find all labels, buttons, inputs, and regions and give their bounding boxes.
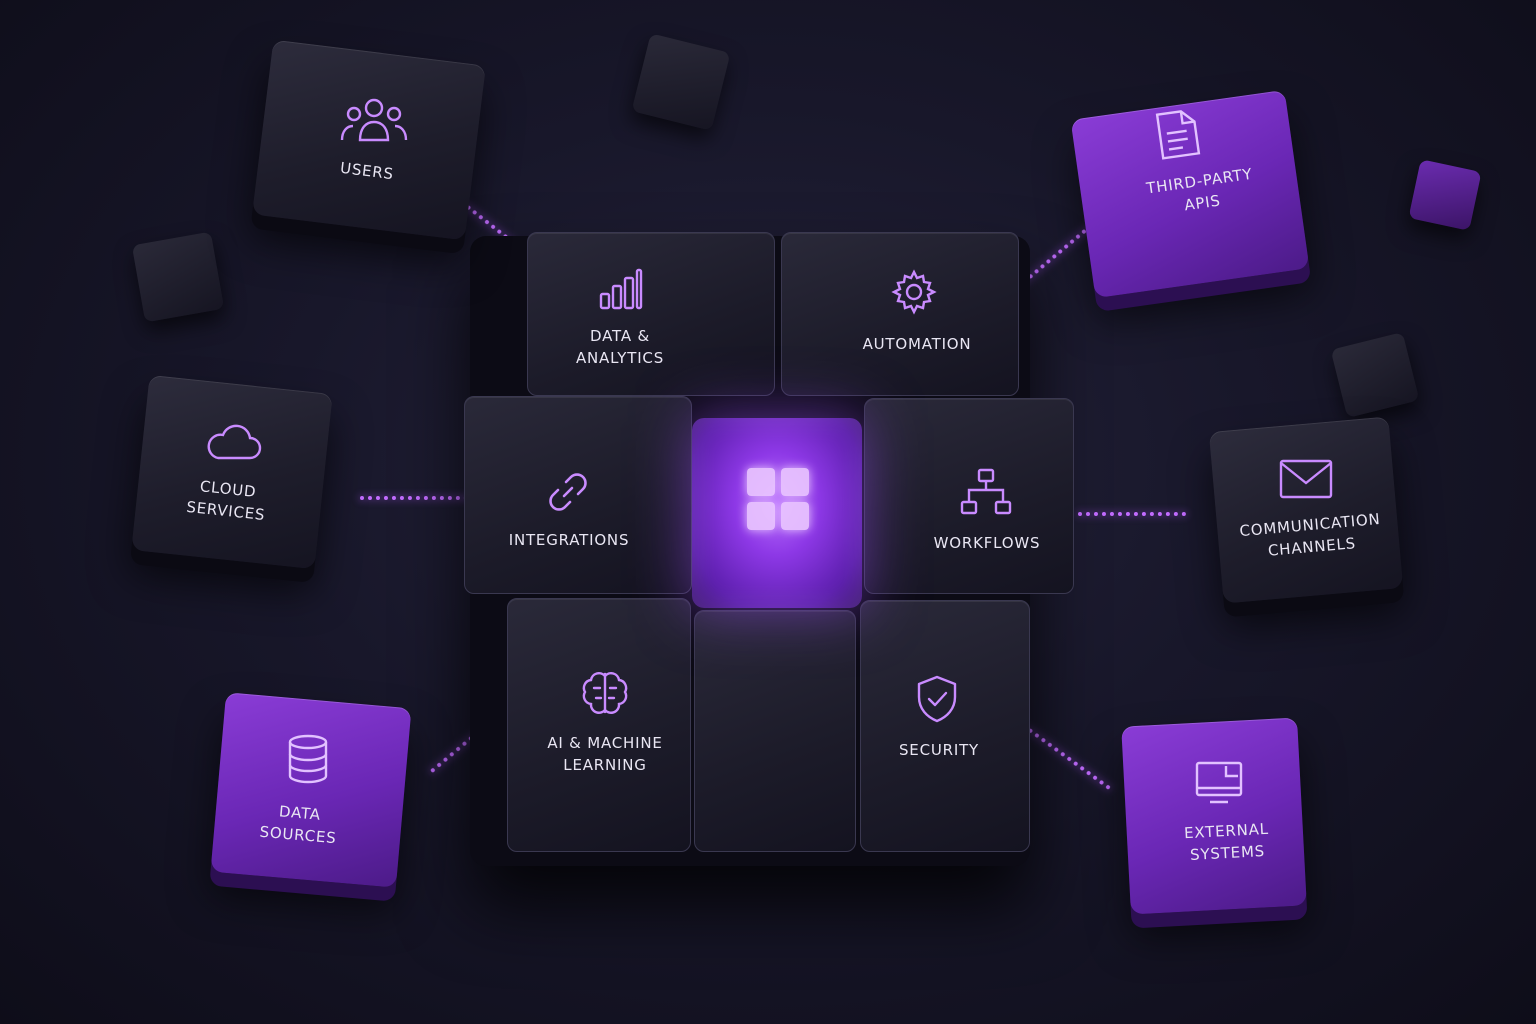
gear-icon	[890, 268, 938, 316]
link-icon	[544, 468, 592, 516]
connector-external-systems	[1027, 728, 1111, 791]
label-data-analytics: DATA &ANALYTICS	[575, 327, 665, 367]
label-workflows: WORKFLOWS	[933, 534, 1041, 552]
tile-connector-bottom	[694, 610, 856, 852]
tile-data-analytics[interactable]	[527, 232, 775, 396]
connector-cloud-services	[360, 496, 468, 500]
connector-communication-channels	[1078, 512, 1186, 516]
database-icon	[286, 734, 330, 784]
grid-four-squares-icon	[747, 468, 809, 530]
document-icon	[1155, 108, 1201, 160]
floating-puzzle-fragment	[131, 231, 225, 323]
users-icon	[340, 96, 408, 146]
piece-data-sources[interactable]	[210, 692, 412, 888]
tile-security[interactable]	[860, 600, 1030, 852]
floating-puzzle-fragment	[1408, 159, 1482, 231]
label-automation: AUTOMATION	[862, 335, 972, 353]
floating-puzzle-fragment	[1330, 332, 1420, 418]
envelope-icon	[1278, 458, 1334, 500]
shield-check-icon	[914, 674, 960, 724]
bar-chart-icon	[598, 266, 644, 312]
label-integrations: INTEGRATIONS	[508, 531, 630, 549]
tile-ai-machine-learning[interactable]	[507, 598, 691, 852]
monitor-icon	[1194, 760, 1244, 804]
cloud-icon	[204, 420, 262, 462]
core-glow-slot[interactable]	[692, 418, 862, 608]
label-security: SECURITY	[898, 741, 980, 759]
tile-automation[interactable]	[781, 232, 1019, 396]
piece-external-systems[interactable]	[1121, 717, 1307, 915]
brain-icon	[580, 668, 630, 716]
floating-puzzle-fragment	[631, 33, 731, 131]
hierarchy-icon	[960, 468, 1012, 516]
